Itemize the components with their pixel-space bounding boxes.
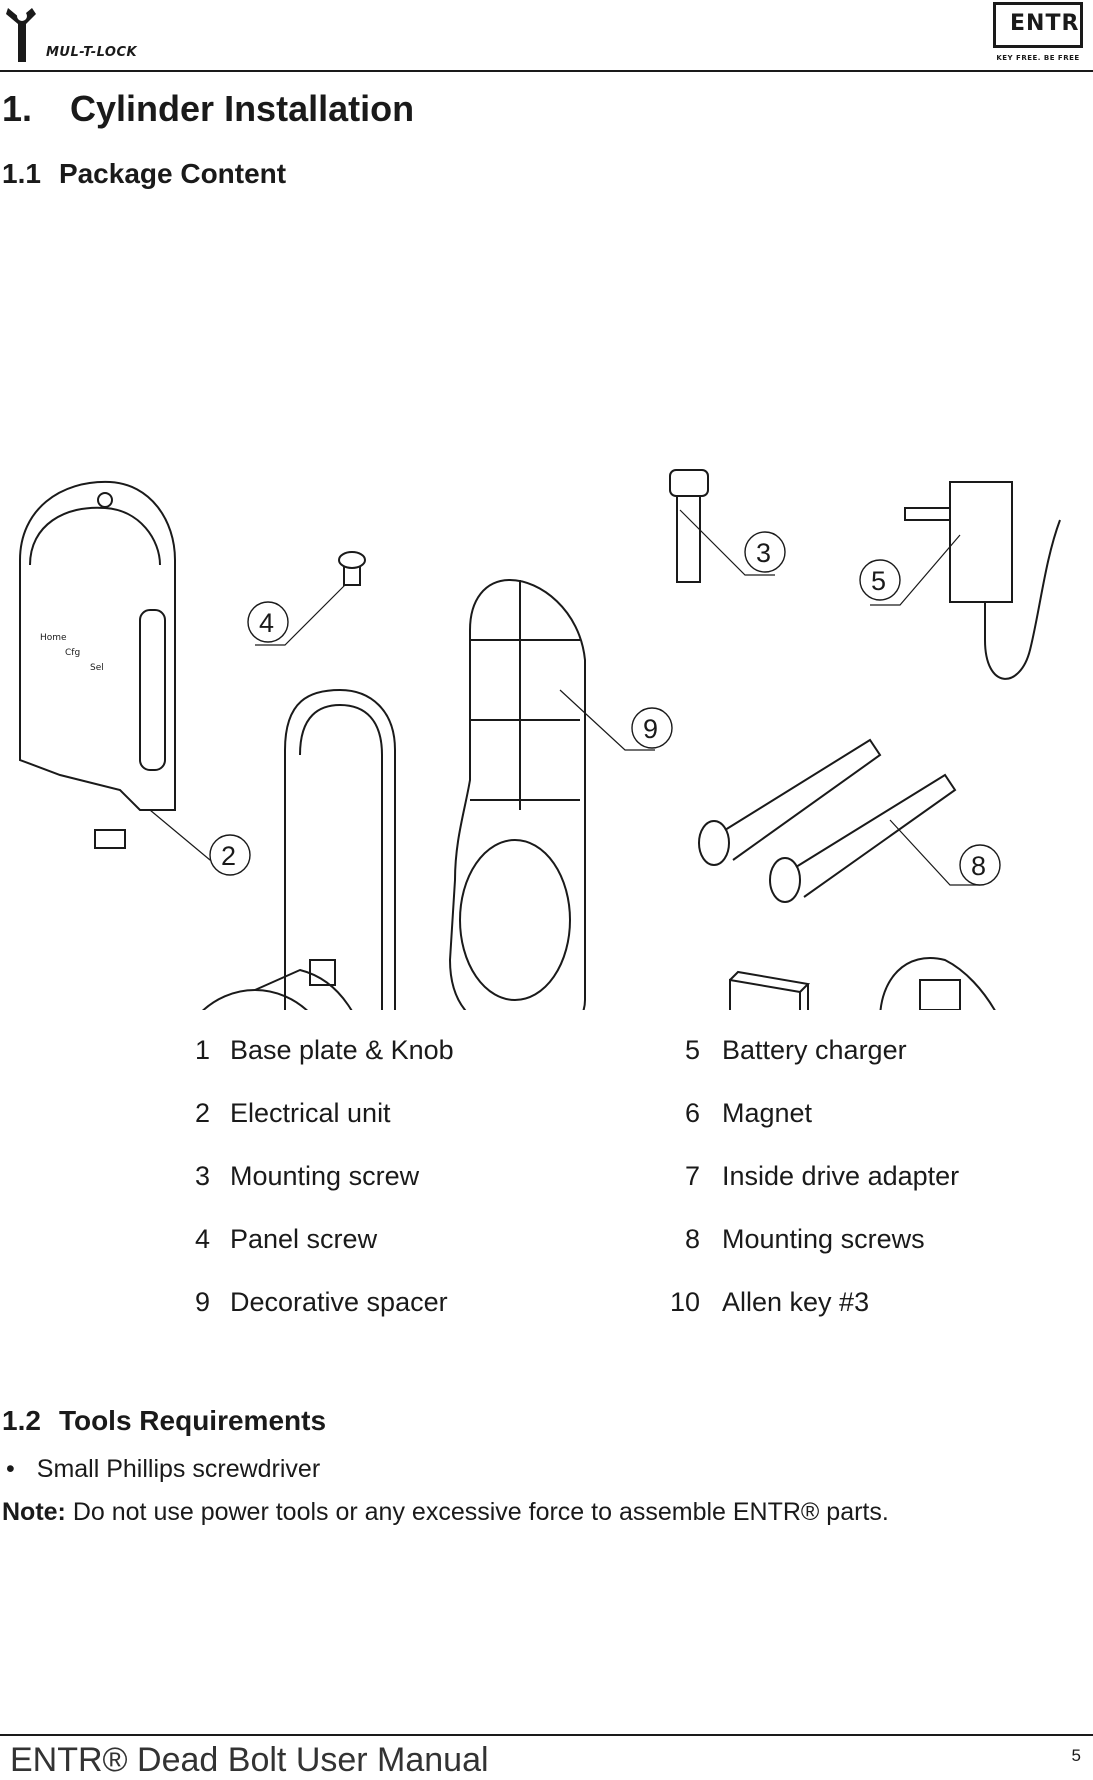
section-title: Cylinder Installation (70, 88, 415, 129)
svg-text:Home: Home (40, 633, 67, 643)
svg-text:4: 4 (259, 608, 274, 638)
note-text: Do not use power tools or any excessive … (65, 1498, 889, 1526)
brand-left: MUL-T-LOCK (46, 45, 138, 60)
brand-right: ENTR (1010, 11, 1080, 36)
part-number: 10 (669, 1287, 700, 1317)
part-number: 7 (684, 1161, 700, 1191)
part-label: Inside drive adapter (722, 1161, 960, 1191)
svg-text:5: 5 (871, 566, 886, 596)
page-number: 5 (1071, 1746, 1081, 1765)
section-title: Tools Requirements (58, 1405, 327, 1436)
section-1-2-heading: 1.2 Tools Requirements (2, 1405, 326, 1437)
footer-divider (0, 1734, 1093, 1736)
callout-5: 5 (859, 559, 901, 601)
part-number: 5 (684, 1035, 700, 1065)
battery-charger-illustration (904, 481, 1061, 680)
part-label: Decorative spacer (230, 1287, 448, 1317)
callout-3: 3 (744, 531, 786, 573)
part-number: 3 (194, 1161, 210, 1191)
part-label: Electrical unit (230, 1098, 391, 1128)
mounting-screw-illustration (669, 469, 709, 583)
electrical-unit-illustration: Home Cfg Sel (19, 480, 176, 849)
section-number: 1.1 (2, 158, 41, 189)
inside-drive-adapter-illustration (879, 957, 996, 1010)
svg-text:3: 3 (756, 538, 771, 568)
part-number: 9 (194, 1287, 210, 1317)
page-header: MUL-T-LOCK ENTR KEY FREE. BE FREE (0, 0, 1093, 72)
part-number: 2 (194, 1098, 210, 1128)
callout-2: 2 (209, 834, 251, 876)
brand-tagline: KEY FREE. BE FREE (996, 54, 1080, 62)
part-number: 6 (684, 1098, 700, 1128)
section-number: 1. (2, 88, 33, 129)
svg-text:9: 9 (643, 714, 658, 744)
callout-9: 9 (631, 707, 673, 749)
part-label: Base plate & Knob (230, 1035, 454, 1065)
svg-text:Cfg: Cfg (65, 648, 80, 658)
part-number: 1 (194, 1035, 210, 1065)
header-divider (0, 70, 1093, 72)
section-number: 1.2 (2, 1405, 41, 1436)
tools-list-item: • Small Phillips screwdriver (6, 1455, 320, 1484)
section-1-1-heading: 1.1 Package Content (2, 158, 286, 190)
svg-text:Sel: Sel (90, 663, 104, 673)
section-title: Package Content (58, 158, 287, 189)
package-content-diagram: Home Cfg Sel (19, 469, 1061, 1010)
mul-t-lock-logo: MUL-T-LOCK (2, 2, 137, 66)
entr-logo: ENTR KEY FREE. BE FREE (989, 2, 1087, 64)
key-icon (6, 8, 36, 62)
part-number: 4 (194, 1224, 210, 1254)
svg-text:8: 8 (971, 851, 986, 881)
part-number: 8 (684, 1224, 700, 1254)
callout-8: 8 (959, 844, 1001, 886)
panel-screw-illustration (338, 551, 366, 586)
footer-title: ENTR® Dead Bolt User Manual (10, 1741, 489, 1779)
part-label: Mounting screw (230, 1161, 420, 1191)
part-label: Allen key #3 (722, 1287, 870, 1317)
part-label: Battery charger (722, 1035, 907, 1065)
note-paragraph: Note: Do not use power tools or any exce… (2, 1498, 889, 1527)
mounting-screws-illustration (698, 738, 957, 903)
bullet-icon: • (6, 1455, 15, 1483)
part-label: Panel screw (230, 1224, 378, 1254)
svg-text:2: 2 (221, 841, 236, 871)
callout-4: 4 (247, 601, 289, 643)
part-label: Magnet (722, 1098, 813, 1128)
tool-label: Small Phillips screwdriver (36, 1455, 321, 1483)
section-1-heading: 1. Cylinder Installation (2, 88, 414, 130)
magnet-illustration (729, 970, 811, 1010)
part-label: Mounting screws (722, 1224, 925, 1254)
base-plate-knob-illustration (202, 688, 396, 1010)
note-label: Note: (2, 1498, 66, 1526)
decorative-spacer-illustration (448, 578, 586, 1010)
